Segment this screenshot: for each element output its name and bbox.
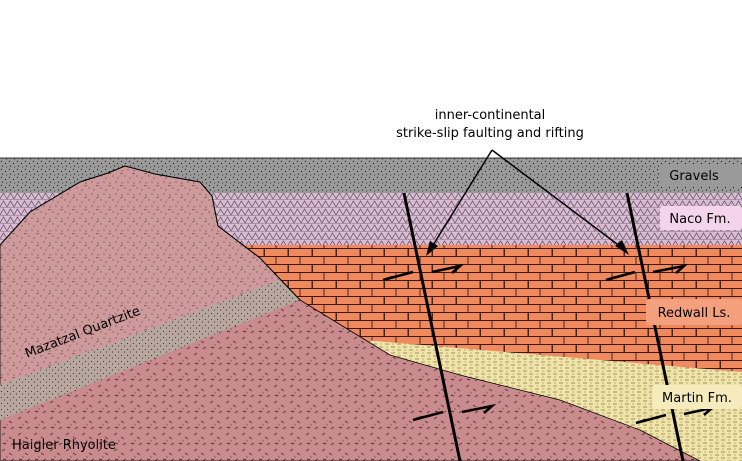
mazatzal-upper-contact [0, 165, 301, 301]
martin-label: Martin Fm. [662, 391, 732, 406]
naco-label-bg [660, 206, 742, 230]
martin-label-bg [652, 385, 742, 409]
haigler-label: Haigler Rhyolite [12, 438, 116, 453]
mazatzal-dark-band [0, 280, 300, 420]
redwall-label: Redwall Ls. [658, 306, 731, 321]
slip-arrows-right-upper [605, 263, 689, 282]
redwall-label-bg [646, 299, 742, 325]
slip-arrows-left-upper [382, 263, 465, 282]
naco-label: Naco Fm. [669, 212, 730, 227]
annotation-line-1: inner-continental [435, 108, 546, 123]
gravels-label-bg [660, 164, 742, 186]
fault-line-right [625, 192, 685, 461]
annotation-arrowhead-left [426, 241, 438, 256]
slip-arrows-left-lower [412, 403, 497, 422]
gravels-label: Gravels [669, 169, 719, 184]
fault-line-left [402, 192, 462, 461]
annotation-pointer-lines [429, 149, 626, 251]
annotation-arrowhead-right [615, 240, 629, 255]
annotation-line-2: strike-slip faulting and rifting [396, 126, 584, 141]
